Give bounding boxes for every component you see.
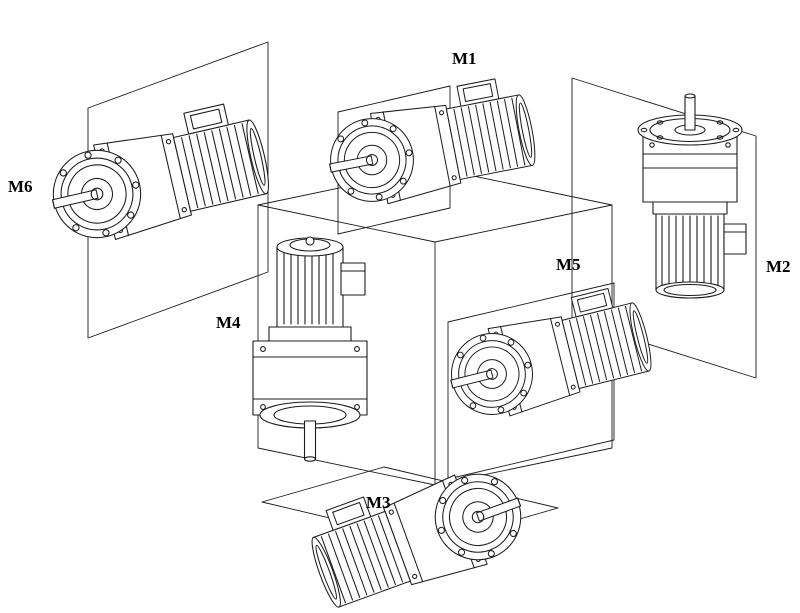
- label-m1: M1: [452, 49, 477, 68]
- label-m6: M6: [8, 177, 33, 196]
- label-m3: M3: [366, 493, 391, 512]
- plane-m6: [87, 41, 269, 339]
- gearmotor-m1: [319, 73, 542, 214]
- gearmotor-m3: [299, 447, 536, 613]
- plane-m1: [337, 85, 451, 235]
- gearmotor-m2: [637, 93, 747, 299]
- plane-m5: [447, 282, 615, 480]
- gearmotor-m6: [39, 97, 276, 252]
- label-m2: M2: [766, 257, 791, 276]
- label-m5: M5: [556, 255, 581, 274]
- label-m4: M4: [216, 313, 241, 332]
- gearmotor-m5: [438, 281, 658, 429]
- gearmotor-m4: [252, 236, 368, 462]
